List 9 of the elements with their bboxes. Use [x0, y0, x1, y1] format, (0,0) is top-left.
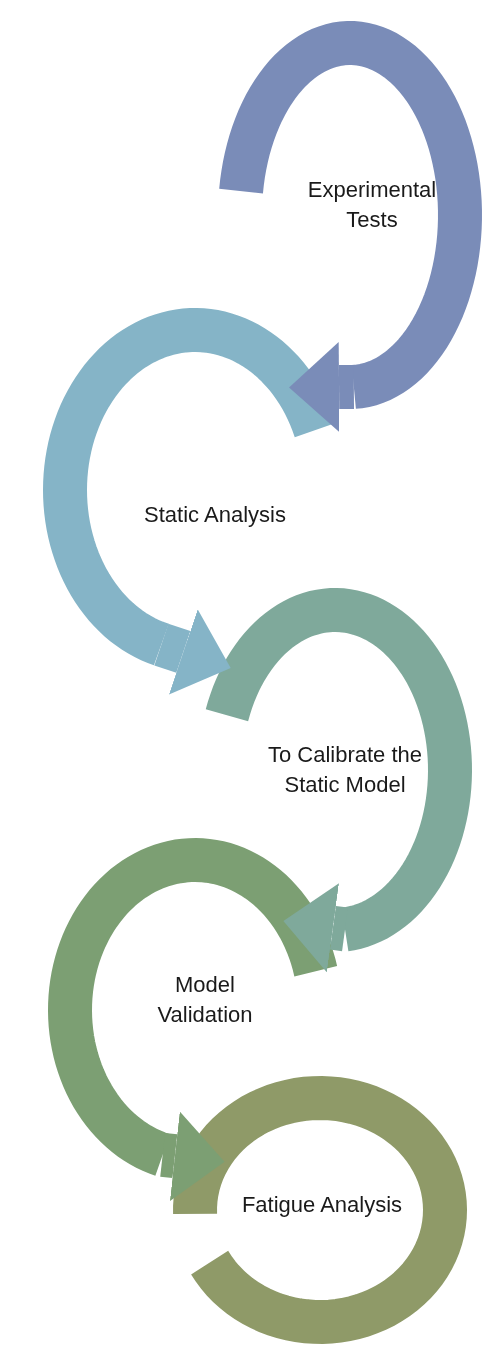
stage-label: Static Analysis [143, 501, 287, 529]
stage-label: Fatigue Analysis [240, 1191, 404, 1219]
stage-label: Experimental Tests [306, 176, 438, 234]
stage-label: Model Validation [156, 971, 254, 1029]
arrow [160, 1111, 225, 1201]
arrow [289, 342, 354, 432]
arrow [283, 883, 348, 973]
stage-label: To Calibrate the Static Model [266, 741, 424, 799]
arrow [154, 609, 231, 695]
